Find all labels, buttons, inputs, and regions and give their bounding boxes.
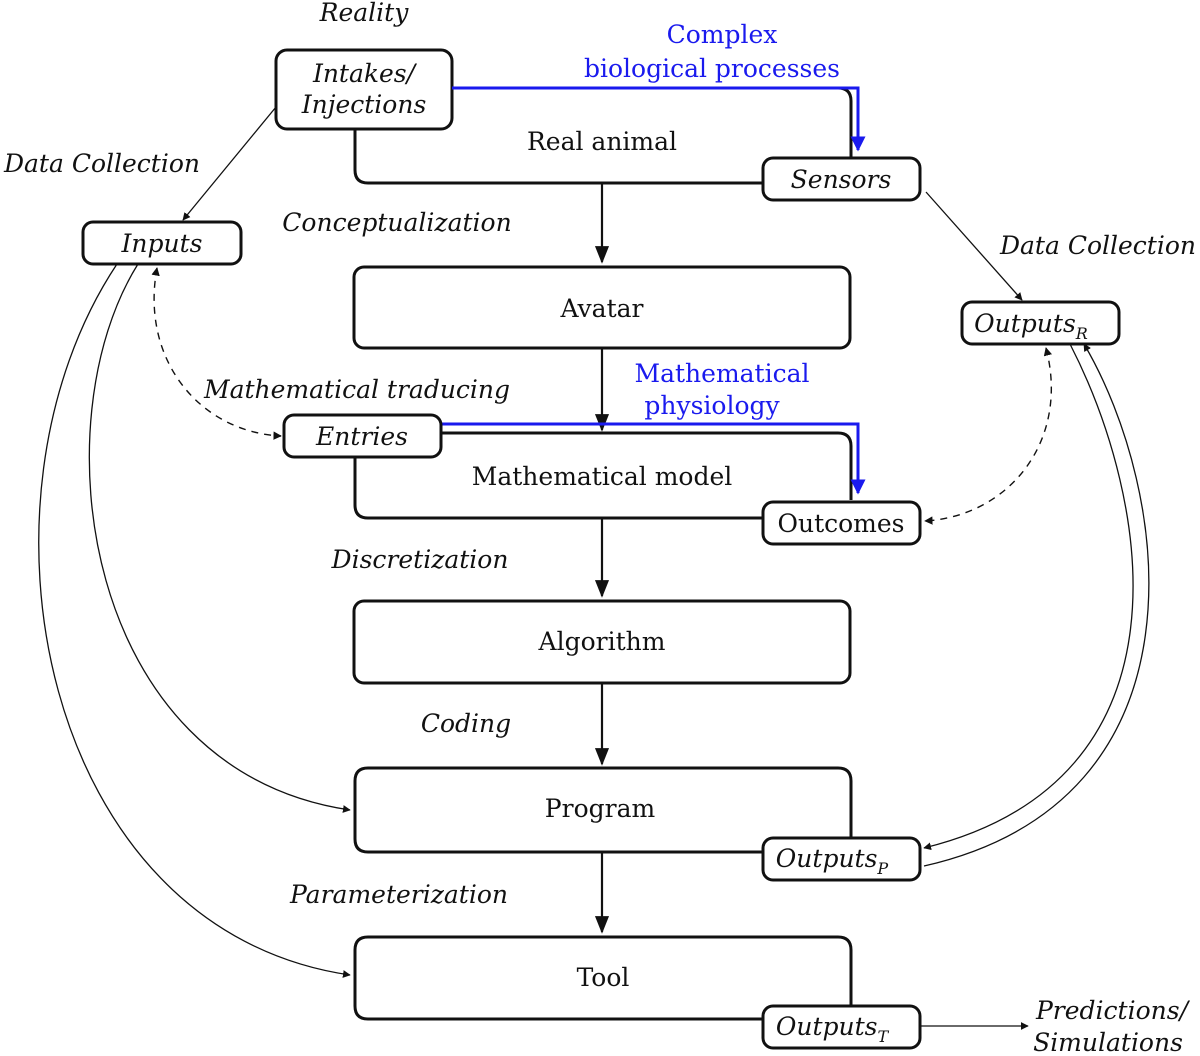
- program-frame: [353, 766, 853, 854]
- predictions-label-line2: Simulations: [1033, 1028, 1183, 1056]
- real-animal-label: Real animal: [527, 127, 677, 156]
- outputs-p-label: OutputsP: [776, 844, 889, 878]
- algorithm-box[interactable]: [352, 599, 852, 685]
- tool-frame: [353, 935, 853, 1021]
- outputs-t-label: OutputsT: [776, 1012, 890, 1046]
- dashed-outputs-r-outcomes: [924, 347, 1052, 525]
- curve-inputs-to-tool: [38, 263, 351, 978]
- curve-outputs-p-to-outputs-r: [923, 343, 1150, 867]
- math-model-label: Mathematical model: [472, 462, 733, 491]
- outcomes-box[interactable]: [761, 500, 922, 546]
- data-collection-right-label: Data Collection: [999, 231, 1196, 260]
- avatar-label: Avatar: [560, 294, 644, 323]
- complex-label-line2: biological processes: [584, 54, 840, 83]
- math-physiology-line1: Mathematical: [635, 359, 810, 388]
- entries-label: Entries: [315, 422, 408, 451]
- inputs-label: Inputs: [121, 229, 203, 258]
- algorithm-label: Algorithm: [538, 627, 666, 656]
- arrow-intakes-to-inputs: [182, 106, 277, 221]
- intakes-label-line1: Intakes/: [312, 59, 418, 88]
- outputs-r-label: OutputsR: [974, 309, 1088, 343]
- curve-inputs-to-program: [88, 263, 351, 813]
- conceptualization-label: Conceptualization: [282, 208, 511, 237]
- math-traducing-label: Mathematical traducing: [203, 375, 510, 404]
- program-label: Program: [545, 794, 656, 823]
- entries-box[interactable]: [282, 413, 443, 459]
- complex-process-line: [452, 86, 866, 152]
- complex-label-line1: Complex: [667, 20, 778, 49]
- math-model-frame: [353, 431, 853, 520]
- discretization-label: Discretization: [331, 545, 509, 574]
- predictions-label-line1: Predictions/: [1035, 996, 1191, 1025]
- outputs-p-box[interactable]: [761, 836, 922, 882]
- outputs-t-box[interactable]: [761, 1004, 922, 1050]
- outcomes-label: Outcomes: [777, 509, 904, 538]
- intakes-label-line2: Injections: [301, 90, 427, 119]
- outputs-r-box[interactable]: [960, 300, 1121, 346]
- coding-label: Coding: [421, 709, 511, 738]
- dashed-inputs-entries: [151, 267, 282, 440]
- sensors-box[interactable]: [761, 156, 922, 202]
- curve-outputs-r-to-outputs-p: [923, 343, 1134, 851]
- sensors-label: Sensors: [791, 165, 892, 194]
- parameterization-label: Parameterization: [289, 880, 508, 909]
- arrow-sensors-to-outputs-r: [925, 191, 1023, 301]
- inputs-box[interactable]: [81, 220, 243, 266]
- reality-label: Reality: [319, 0, 410, 27]
- math-physiology-line: [440, 422, 866, 495]
- data-collection-left-label: Data Collection: [3, 149, 200, 178]
- math-physiology-line2: physiology: [644, 391, 780, 420]
- tool-label: Tool: [577, 963, 630, 992]
